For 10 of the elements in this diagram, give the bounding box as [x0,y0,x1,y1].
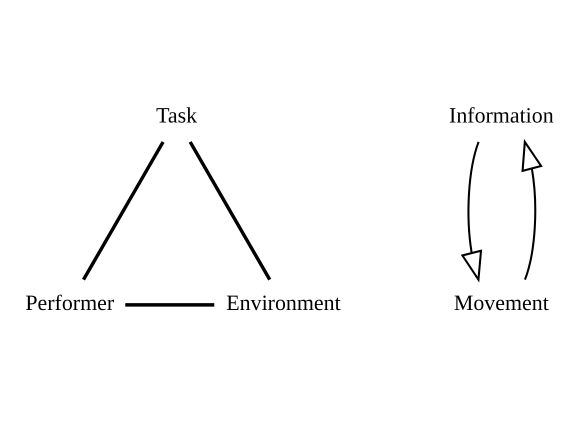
node-text: Environment [226,290,341,315]
arrow [521,138,543,280]
connector [125,302,214,306]
node-text: Movement [454,290,549,315]
node-text: Information [449,102,554,127]
node-text: Task [156,102,198,127]
connector [82,140,165,280]
connector [188,140,272,280]
node-text: Performer [25,290,114,315]
arrow [460,141,482,282]
